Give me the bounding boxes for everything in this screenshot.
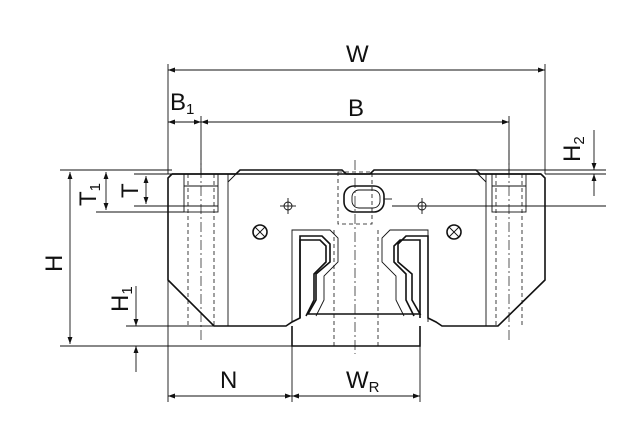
dim-W: W bbox=[167, 41, 546, 174]
rail-outline bbox=[291, 239, 421, 347]
dim-H2: H2 bbox=[392, 130, 606, 207]
mounting-hole-left bbox=[183, 150, 219, 340]
crosshair-left bbox=[280, 198, 296, 214]
dim-H1: H1 bbox=[107, 286, 214, 372]
label-H2: H2 bbox=[559, 136, 588, 162]
grease-nipple bbox=[337, 160, 392, 354]
label-T: T bbox=[117, 183, 144, 198]
dim-T1: T1 bbox=[75, 169, 184, 213]
dim-B: B bbox=[201, 95, 510, 174]
label-H: H bbox=[41, 255, 68, 272]
dim-B1: B1 bbox=[168, 89, 202, 174]
carriage-outline bbox=[167, 169, 546, 327]
guide-rail bbox=[291, 230, 421, 347]
chamfer-right bbox=[477, 173, 487, 183]
screw-left bbox=[252, 224, 268, 240]
label-N: N bbox=[220, 367, 237, 394]
dim-H: H bbox=[41, 169, 292, 347]
mounting-hole-right bbox=[491, 150, 527, 340]
label-B: B bbox=[348, 95, 364, 122]
inner-groove-outline bbox=[291, 229, 429, 322]
label-W: W bbox=[346, 41, 369, 68]
label-H1: H1 bbox=[107, 286, 136, 312]
carriage-block bbox=[167, 169, 546, 327]
dim-N: N bbox=[167, 280, 293, 402]
label-WR: WR bbox=[346, 367, 380, 396]
dim-T: T bbox=[117, 173, 184, 207]
label-B1: B1 bbox=[170, 89, 194, 118]
screw-right bbox=[446, 224, 462, 240]
dim-WR: WR bbox=[292, 346, 421, 402]
label-T1: T1 bbox=[75, 183, 104, 206]
chamfer-left bbox=[227, 173, 237, 183]
